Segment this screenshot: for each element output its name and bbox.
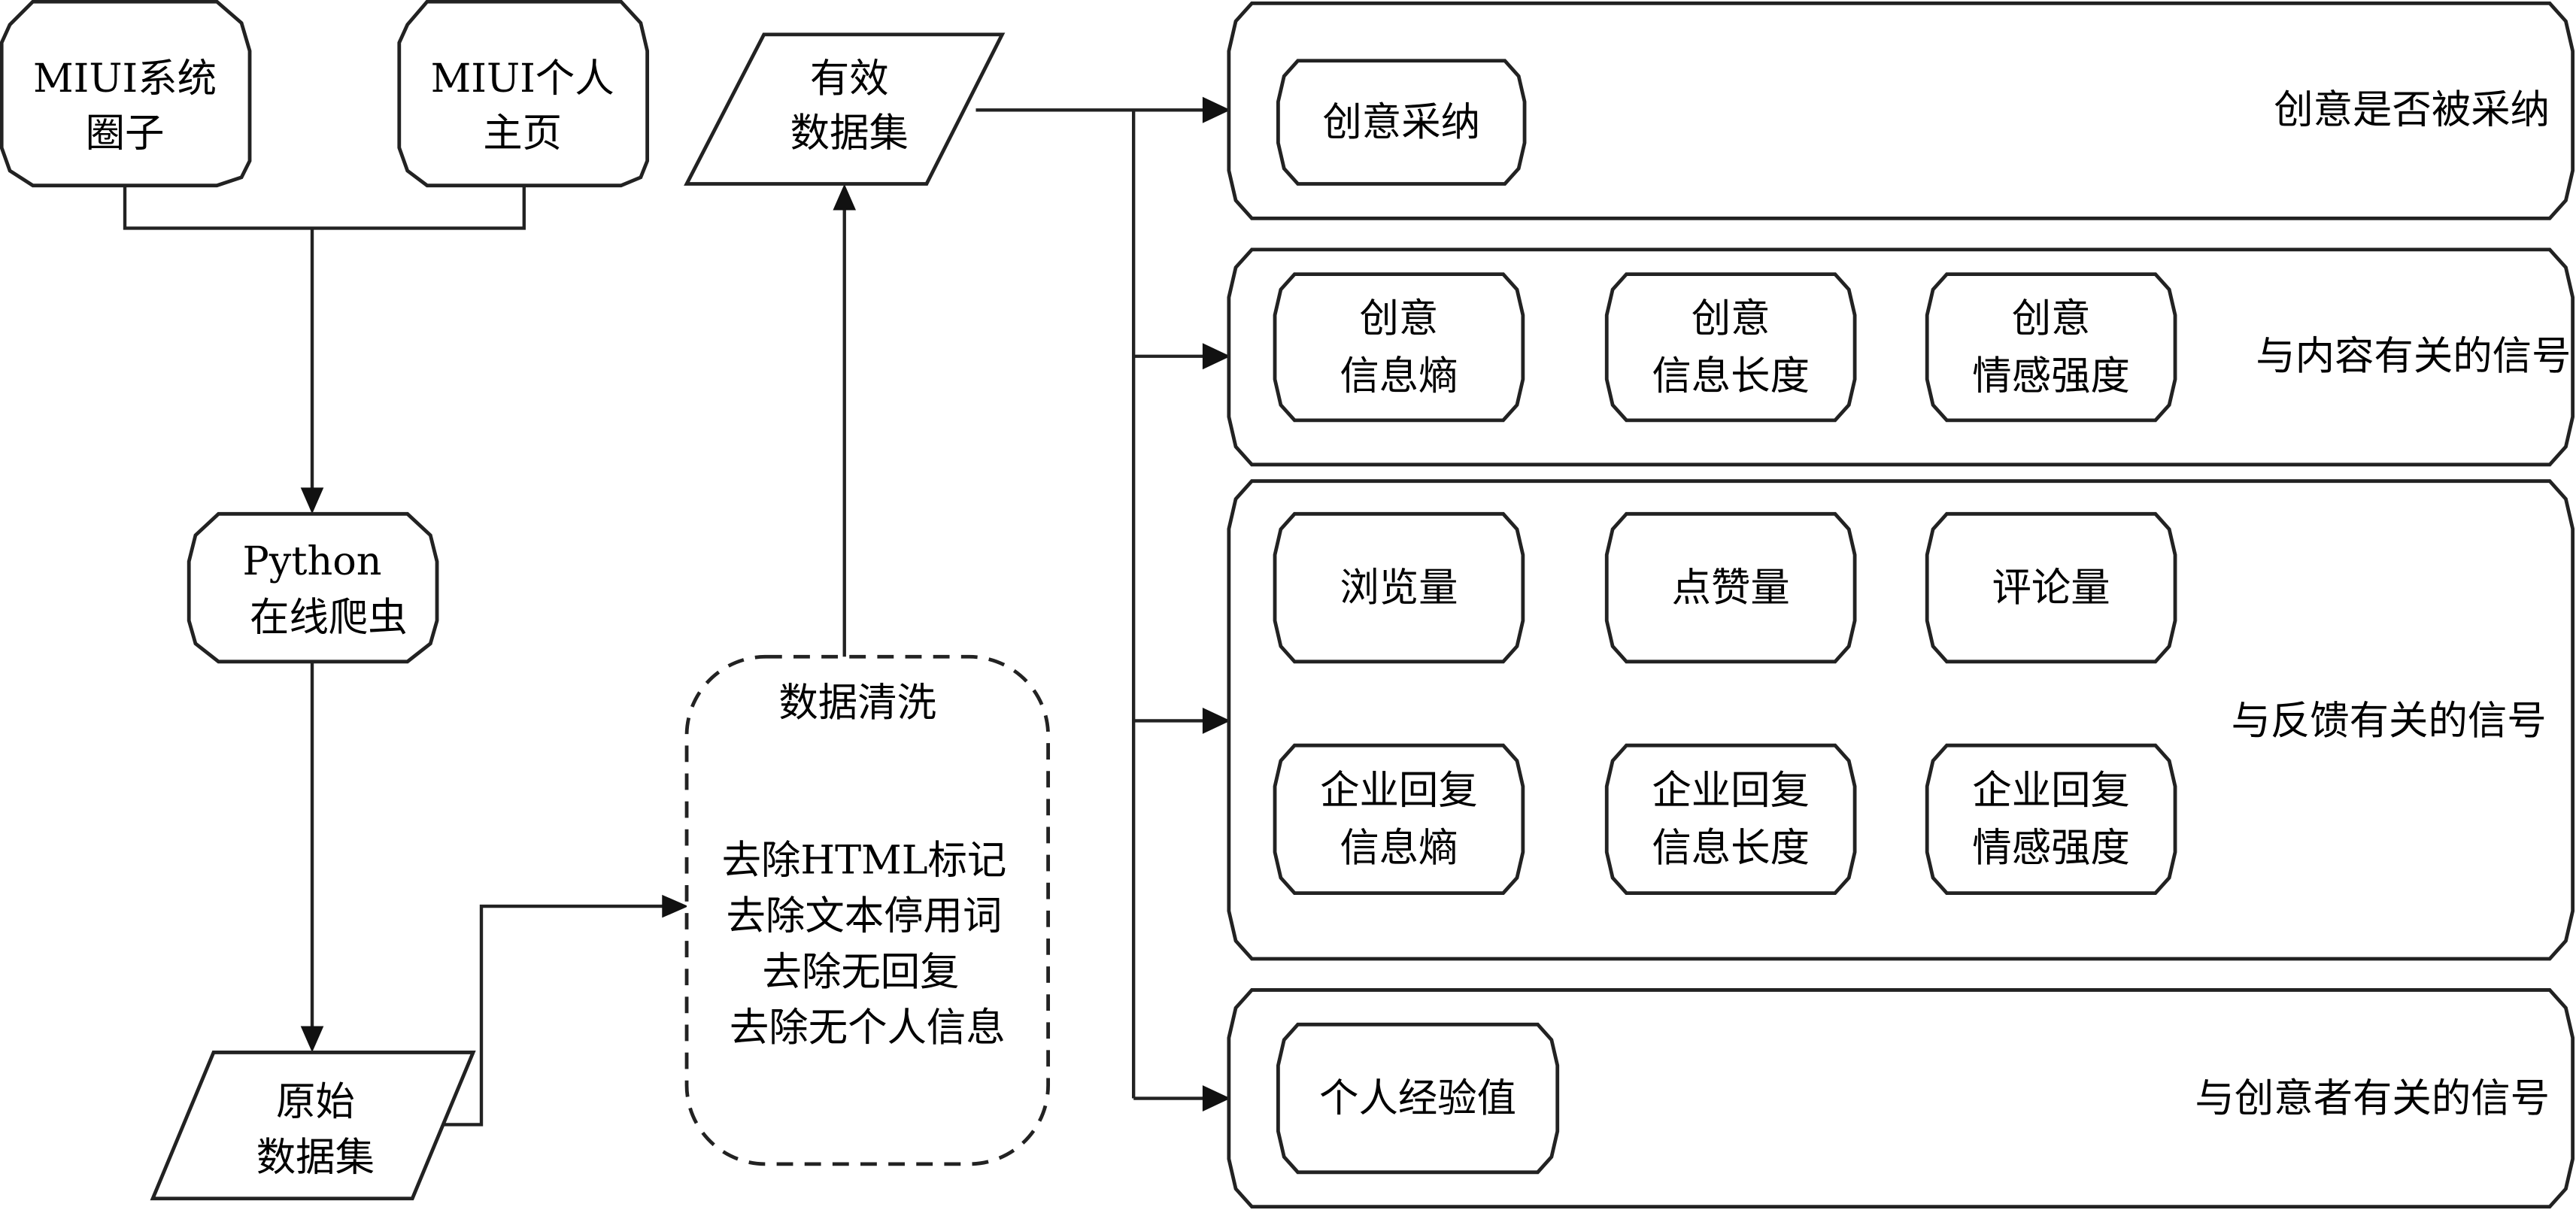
signal-item-box [1925, 743, 2177, 896]
data-cleaning-node[interactable]: 数据清洗 去除HTML标记 去除文本停用词 去除无回复 去除无个人信息 [684, 654, 1050, 1166]
signal-item-label: 浏览量 [1340, 565, 1458, 611]
source-miui-circle-line2: 圈子 [86, 110, 165, 156]
source-miui-home-line2: 主页 [483, 110, 562, 156]
signal-item-label: 企业回复 [1652, 768, 1810, 814]
group-adoption[interactable]: 创意是否被采纳 创意采纳 [1227, 1, 2575, 220]
signal-item-label: 点赞量 [1672, 565, 1790, 611]
valid-dataset-line1: 有效 [810, 56, 889, 102]
signal-item[interactable]: 个人经验值 [1276, 1022, 1560, 1175]
signal-item[interactable]: 创意采纳 [1276, 59, 1527, 186]
group-adoption-label: 创意是否被采纳 [2274, 87, 2550, 133]
signal-item[interactable]: 点赞量 [1604, 511, 1857, 664]
arrow-head-valid [833, 183, 857, 211]
signal-item-label: 创意 [1360, 296, 1439, 341]
arrow-head-raw [300, 1026, 324, 1053]
group-creator[interactable]: 与创意者有关的信号 个人经验值 [1227, 988, 2575, 1209]
signal-item-label: 情感强度 [1972, 353, 2130, 399]
source-miui-home-line1: MIUI个人 [431, 56, 614, 102]
connector-raw-to-cleaning [437, 904, 666, 1127]
group-creator-label: 与创意者有关的信号 [2195, 1075, 2550, 1121]
group-feedback-label: 与反馈有关的信号 [2231, 698, 2546, 744]
crawler-line2: 在线爬虫 [250, 594, 408, 640]
group-content-label: 与内容有关的信号 [2256, 333, 2571, 379]
signal-groups: 创意是否被采纳创意采纳与内容有关的信号创意信息熵创意信息长度创意情感强度与反馈有… [1227, 1, 2575, 1209]
signal-item-label: 信息长度 [1652, 825, 1810, 871]
signal-item-label: 企业回复 [1320, 768, 1478, 814]
cleaning-step-4: 去除无个人信息 [730, 1005, 1006, 1051]
arrow-head-content [1202, 343, 1231, 370]
raw-dataset-line2: 数据集 [256, 1135, 375, 1181]
signal-item[interactable]: 评论量 [1925, 511, 2177, 664]
raw-dataset-line1: 原始 [276, 1078, 355, 1124]
signal-item-box [1276, 59, 1527, 186]
group-feedback[interactable]: 与反馈有关的信号浏览量点赞量评论量企业回复信息熵企业回复信息长度企业回复情感强度 [1227, 479, 2575, 961]
group-feedback-frame [1227, 479, 2575, 961]
signal-item-box [1925, 272, 2177, 423]
crawler-line1: Python [243, 538, 382, 584]
signal-item-label: 信息长度 [1652, 353, 1810, 399]
signal-item-label: 创意 [2012, 296, 2091, 341]
group-adoption-frame [1227, 1, 2575, 220]
signal-item-label: 创意 [1692, 296, 1770, 341]
signal-item-box [1604, 511, 1857, 664]
source-miui-circle-line1: MIUI系统 [33, 56, 217, 102]
arrow-head-creator [1202, 1085, 1231, 1112]
arrow-head-adoption [1202, 96, 1231, 123]
signal-item-label: 情感强度 [1972, 825, 2130, 871]
cleaning-step-3: 去除无回复 [763, 949, 960, 995]
arrow-head-crawler [300, 487, 324, 514]
group-content-frame [1227, 247, 2575, 467]
signal-item-label: 企业回复 [1972, 768, 2130, 814]
cleaning-step-2: 去除文本停用词 [727, 893, 1003, 939]
valid-dataset-node[interactable]: 有效 数据集 [684, 32, 1006, 186]
connectors [123, 96, 1231, 1127]
signal-item-label: 信息熵 [1340, 825, 1458, 871]
signal-item-label: 个人经验值 [1319, 1075, 1516, 1121]
signal-item-label: 信息熵 [1340, 353, 1458, 399]
arrow-head-feedback [1202, 707, 1231, 734]
signal-item-box [1604, 743, 1857, 896]
group-creator-frame [1227, 988, 2575, 1209]
cleaning-title: 数据清洗 [778, 680, 936, 726]
signal-item[interactable]: 浏览量 [1273, 511, 1525, 664]
raw-dataset-node[interactable]: 原始 数据集 [150, 1051, 476, 1201]
python-crawler-node[interactable]: Python 在线爬虫 [187, 511, 439, 664]
signal-item-box [1925, 511, 2177, 664]
source-miui-circle[interactable]: MIUI系统 圈子 [0, 0, 252, 188]
signal-item-label: 创意采纳 [1322, 99, 1480, 145]
valid-dataset-line2: 数据集 [790, 110, 909, 156]
signal-item-box [1273, 272, 1525, 423]
signal-item-box [1276, 1022, 1560, 1175]
arrow-head-cleaning [662, 894, 689, 918]
connector-sources-merge [123, 185, 526, 230]
signal-item-box [1273, 743, 1525, 896]
signal-item-label: 评论量 [1992, 565, 2110, 611]
signal-item-box [1273, 511, 1525, 664]
cleaning-step-1: 去除HTML标记 [722, 837, 1007, 883]
source-miui-home[interactable]: MIUI个人 主页 [397, 0, 650, 188]
signal-item-box [1604, 272, 1857, 423]
